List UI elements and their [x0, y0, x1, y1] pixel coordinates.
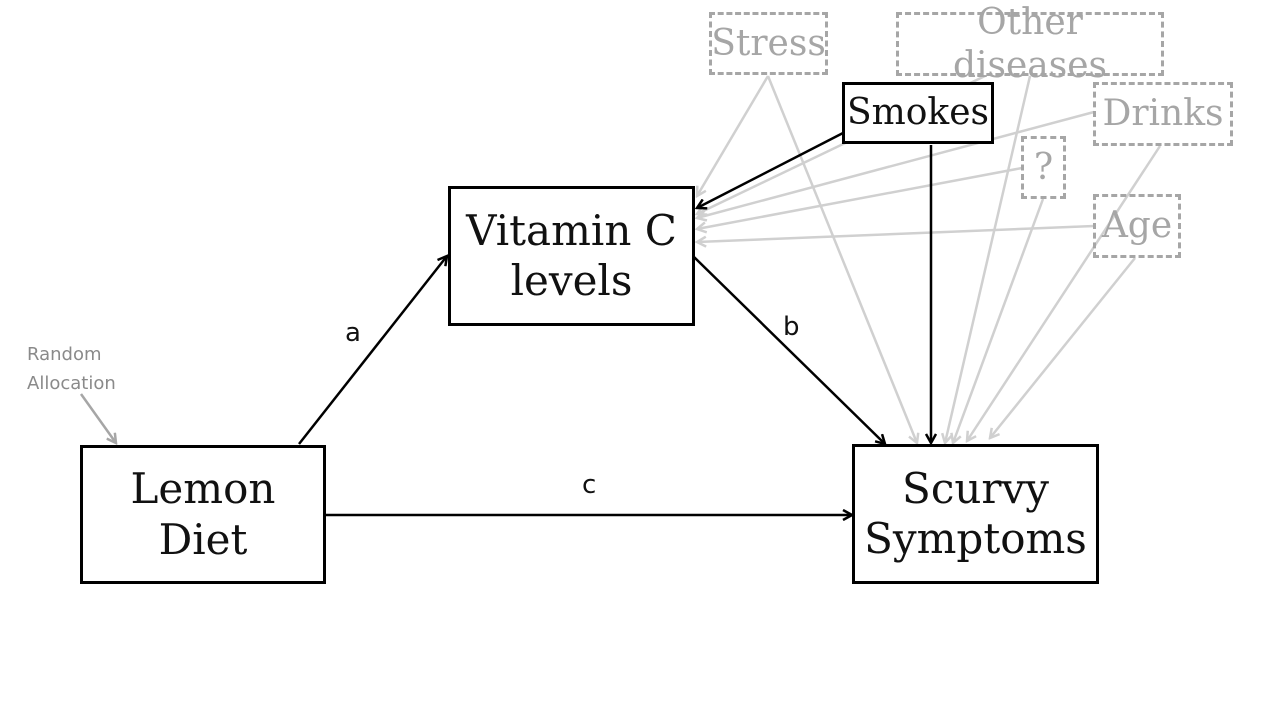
edge-random-allocation-to-lemon [79, 393, 116, 443]
random-allocation-note: Random Allocation [27, 340, 116, 398]
node-other-diseases: Other diseases [896, 2, 1164, 86]
node-unknown-label: ? [1033, 146, 1054, 188]
random-allocation-line2: Allocation [27, 373, 116, 394]
node-unknown: ? [1021, 136, 1066, 199]
node-drinks-label: Drinks [1102, 93, 1224, 135]
node-vitamin-c-levels: Vitamin C levels [448, 186, 695, 326]
node-stress-label: Stress [711, 22, 826, 64]
node-scurvy-line2: Symptoms [864, 514, 1087, 563]
node-lemon-diet-line2: Diet [158, 514, 248, 564]
edge-age-to-scurvy [990, 257, 1136, 438]
random-allocation-line1: Random [27, 344, 102, 365]
path-label-b: b [783, 312, 800, 342]
node-vitamin-c-line2: levels [510, 256, 633, 305]
edge-a-lemon-to-vitamin-c [298, 256, 447, 445]
node-drinks: Drinks [1093, 82, 1233, 146]
node-age-label: Age [1101, 205, 1173, 247]
node-smokes: Smokes [842, 82, 994, 144]
edge-unknown-to-vitamin-c [697, 166, 1023, 229]
edge-age-to-vitamin-c [697, 224, 1095, 242]
node-stress: Stress [709, 12, 828, 75]
edge-stress-to-vitamin-c [697, 75, 770, 196]
node-lemon-diet: Lemon Diet [80, 445, 326, 584]
edge-other-diseases-to-scurvy [945, 75, 1032, 443]
edge-stress-to-scurvy [766, 75, 917, 443]
edge-unknown-to-scurvy [953, 198, 1045, 443]
node-other-diseases-label: Other diseases [952, 1, 1108, 86]
node-age: Age [1093, 194, 1181, 258]
node-lemon-diet-line1: Lemon [130, 464, 276, 514]
edge-b-vitamin-c-to-scurvy [693, 256, 885, 444]
path-label-a: a [345, 318, 361, 348]
path-label-c: c [582, 470, 597, 500]
node-scurvy-symptoms: Scurvy Symptoms [852, 444, 1099, 584]
edge-drinks-to-vitamin-c [697, 110, 1095, 218]
node-scurvy-line1: Scurvy [902, 463, 1049, 513]
node-vitamin-c-line1: Vitamin C [466, 205, 677, 255]
node-smokes-label: Smokes [846, 92, 990, 134]
edge-smokes-to-vitamin-c [697, 131, 844, 208]
